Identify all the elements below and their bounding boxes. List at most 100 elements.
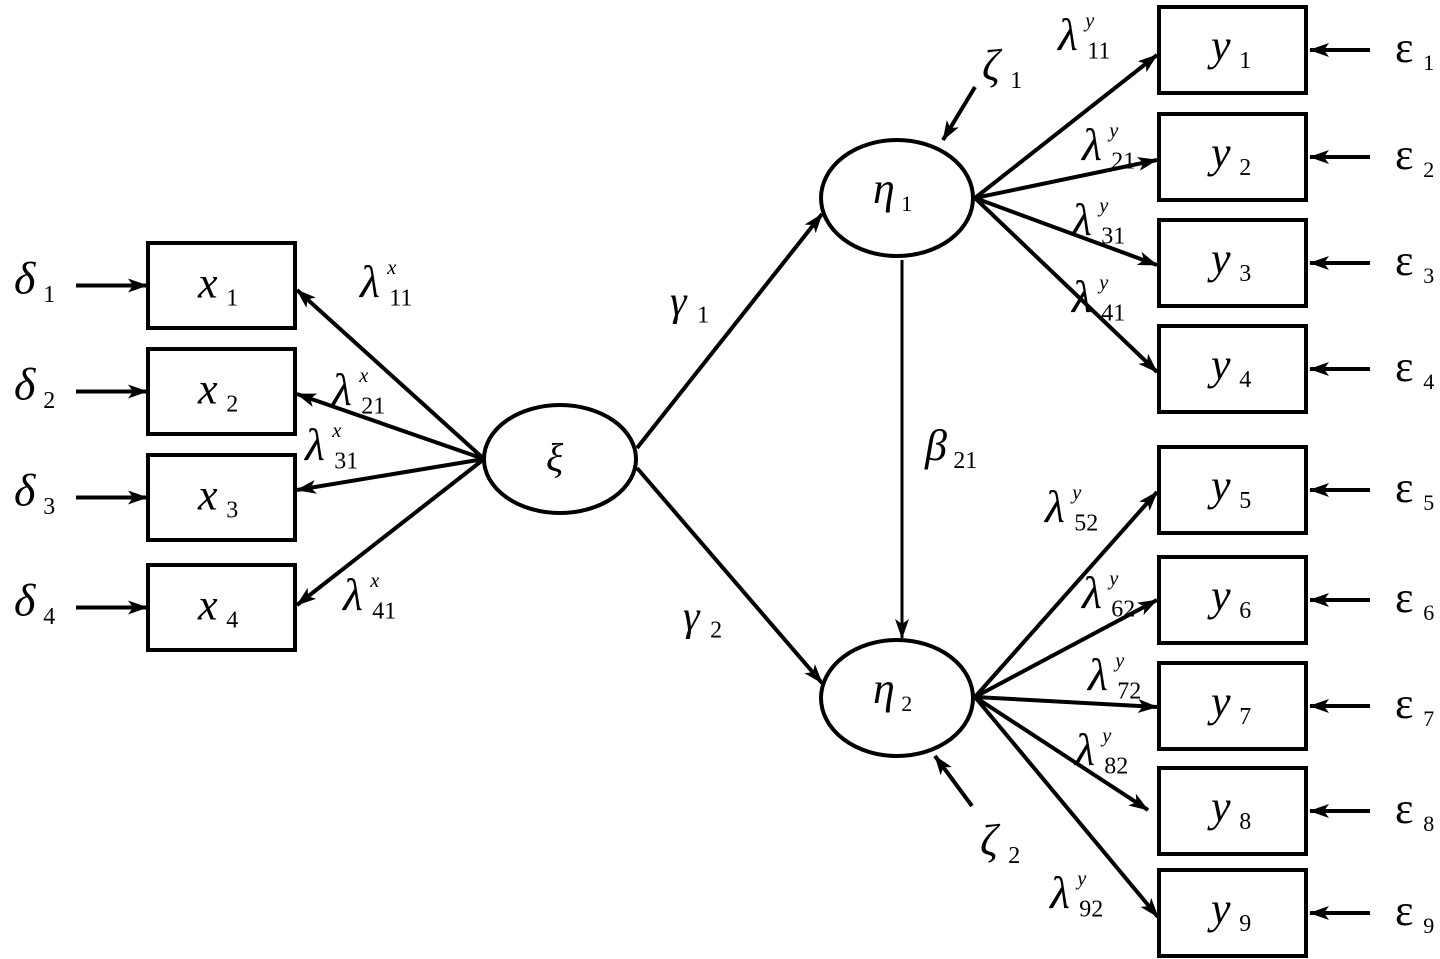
latent-label-xi-symbol: ξ: [546, 435, 564, 480]
error-label-epsilon2-subscript: 2: [1423, 157, 1434, 182]
latent-node-eta2: [819, 638, 975, 758]
latent-label-eta1-subscript: 1: [901, 191, 912, 216]
indicator-label-x1-subscript: 1: [226, 285, 238, 311]
error-label-delta1-subscript: 1: [43, 282, 55, 308]
disturbance-arrow-zeta1: [941, 85, 977, 142]
path-label-beta21-symbol: β: [924, 421, 947, 470]
error-label-epsilon4-subscript: 4: [1423, 369, 1434, 394]
loading-arrow-y7: [974, 695, 1158, 713]
path-gamma2-arrow: [635, 466, 824, 685]
loading-label-lambda-y92-symbol: λ: [1048, 867, 1070, 918]
indicator-box-y1: [1157, 5, 1308, 95]
indicator-label-x3-symbol: x: [197, 471, 218, 520]
latent-node-eta1: [819, 138, 975, 258]
indicator-label-y9-symbol: y: [1207, 884, 1231, 933]
error-label-delta3-subscript: 3: [43, 494, 55, 520]
indicator-label-y4-symbol: y: [1207, 340, 1231, 389]
loading-label-lambda-y41-symbol: λ: [1070, 271, 1092, 322]
loading-label-lambda-x11-superscript: x: [386, 257, 396, 279]
loading-label-lambda-y92-superscript: y: [1075, 868, 1087, 890]
indicator-label-y7-subscript: 7: [1239, 704, 1251, 730]
loading-arrow-y3: [974, 196, 1158, 267]
loading-arrow-y4: [973, 196, 1159, 374]
loading-label-lambda-y62-subscript: 62: [1111, 596, 1135, 622]
error-label-epsilon1-subscript: 1: [1423, 50, 1434, 75]
indicator-box-x4: [146, 563, 297, 652]
error-label-epsilon9-subscript: 9: [1423, 913, 1434, 938]
error-label-epsilon7-symbol: ε: [1395, 679, 1413, 728]
loading-label-lambda-y82-symbol: λ: [1073, 724, 1095, 775]
indicator-label-y3-symbol: y: [1207, 234, 1231, 283]
loading-arrow-x1: [295, 288, 486, 461]
loading-label-lambda-x21-symbol: λ: [330, 364, 352, 415]
indicator-label-y5-subscript: 5: [1239, 488, 1251, 514]
indicator-box-x1: [146, 241, 297, 330]
indicator-label-y1-subscript: 1: [1239, 48, 1251, 74]
loading-label-lambda-x41-symbol: λ: [341, 569, 363, 620]
loading-label-lambda-y72-superscript: y: [1113, 650, 1125, 672]
indicator-label-x3-subscript: 3: [226, 497, 238, 523]
indicator-label-x1-symbol: x: [197, 259, 218, 308]
error-label-delta4-subscript: 4: [43, 604, 55, 630]
loading-label-lambda-x31-symbol: λ: [303, 419, 325, 470]
error-label-epsilon7-subscript: 7: [1423, 706, 1434, 731]
latent-label-eta1-symbol: η: [873, 164, 895, 213]
loading-label-lambda-y21-symbol: λ: [1080, 119, 1102, 170]
loading-label-lambda-y82-subscript: 82: [1104, 753, 1128, 779]
path-label-gamma2-subscript: 2: [710, 618, 722, 644]
loading-label-lambda-y72-symbol: λ: [1086, 649, 1108, 700]
loading-label-lambda-y31-symbol: λ: [1070, 194, 1092, 245]
indicator-label-y8-symbol: y: [1207, 782, 1231, 831]
error-label-epsilon1-symbol: ε: [1395, 23, 1413, 72]
loading-label-lambda-y52-superscript: y: [1070, 482, 1082, 504]
loading-label-lambda-y41-subscript: 41: [1101, 300, 1125, 326]
path-label-beta21-subscript: 21: [953, 448, 977, 474]
error-label-epsilon4-symbol: ε: [1395, 342, 1413, 391]
loading-arrow-y2: [974, 157, 1158, 200]
path-label-gamma2-symbol: γ: [683, 594, 701, 640]
loading-arrow-y1: [973, 53, 1159, 200]
disturbance-label-zeta1-subscript: 1: [1010, 68, 1022, 94]
error-label-delta4-symbol: δ: [14, 575, 36, 626]
loading-arrow-y6: [974, 598, 1158, 699]
indicator-label-y3-subscript: 3: [1239, 261, 1251, 287]
error-label-epsilon8-subscript: 8: [1423, 811, 1434, 836]
loading-arrow-y8: [973, 695, 1150, 812]
indicator-box-y6: [1157, 555, 1308, 645]
indicator-label-y1-symbol: y: [1207, 21, 1231, 70]
loading-label-lambda-y62-superscript: y: [1107, 568, 1119, 590]
indicator-box-x3: [146, 453, 297, 542]
indicator-box-y5: [1157, 445, 1308, 535]
loading-label-lambda-y21-subscript: 21: [1111, 148, 1135, 174]
error-label-delta2-symbol: δ: [14, 359, 36, 410]
error-label-epsilon8-symbol: ε: [1395, 784, 1413, 833]
error-label-epsilon3-subscript: 3: [1423, 263, 1434, 288]
disturbance-arrow-zeta2: [933, 754, 974, 808]
